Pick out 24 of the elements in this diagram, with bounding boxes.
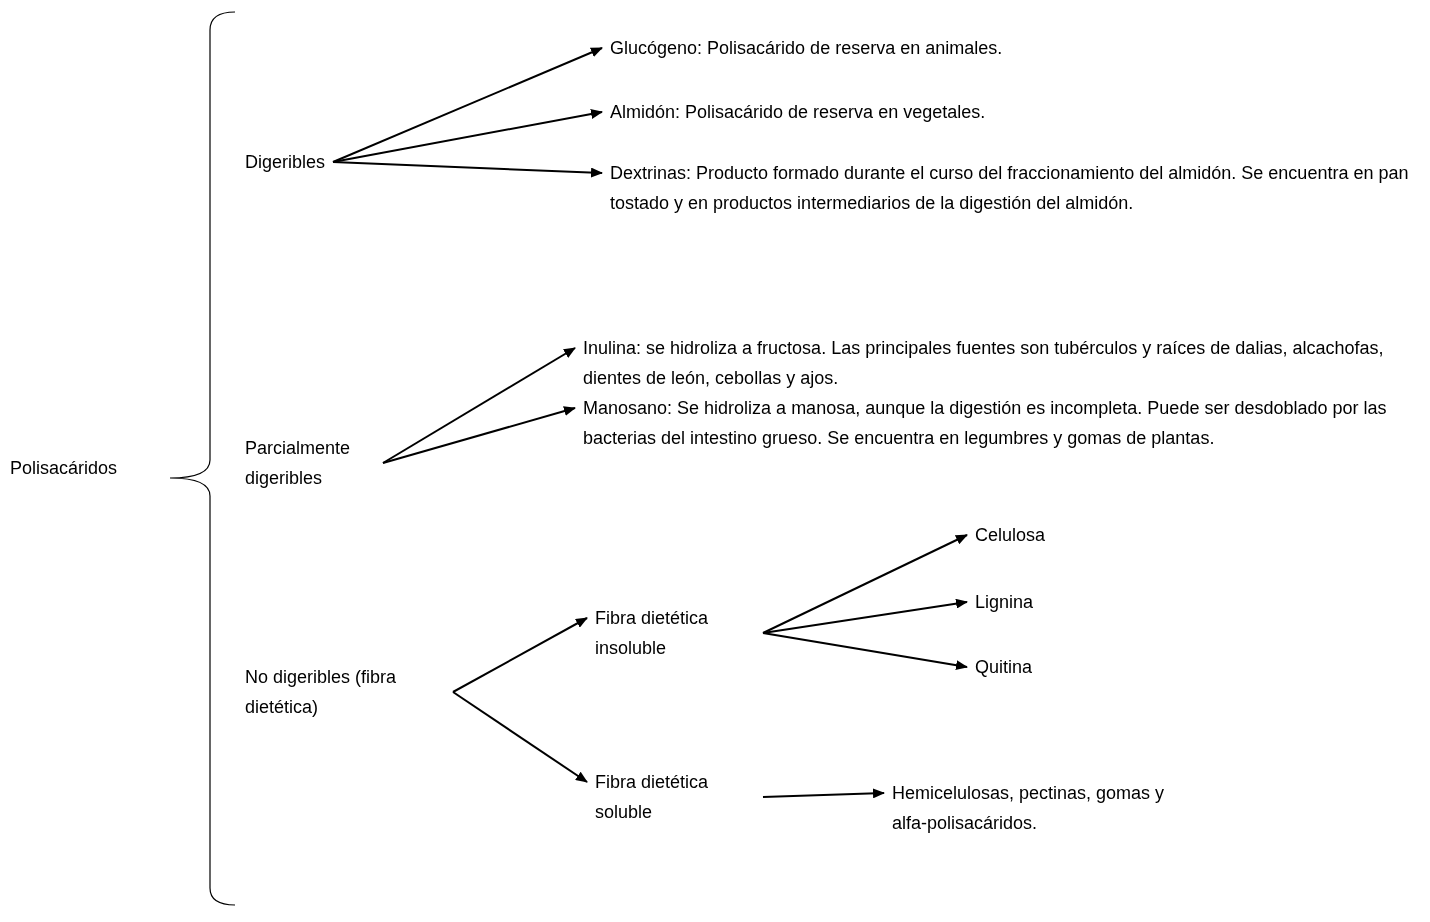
node-text: Hemicelulosas, pectinas, gomas y alfa-polisacáridos. xyxy=(892,778,1192,838)
node-text: Fibra dietética insoluble xyxy=(595,603,755,663)
arrow xyxy=(762,788,885,799)
node-text: Almidón: Polisacárido de reserva en vegetales. xyxy=(610,97,986,127)
node-text: Digeribles xyxy=(245,147,326,177)
arrow xyxy=(382,347,576,464)
node-text: Inulina: se hidroliza a fructosa. Las principales fuentes son tubérculos y raíces de dalias, alcachofas, dientes de león, cebollas y ajos. xyxy=(583,333,1413,393)
node-text: Dextrinas: Producto formado durante el curso del fraccionamiento del almidón. Se encuentra en pan tostado y en productos intermediarios de la digestión del almidón. xyxy=(610,158,1420,218)
arrow xyxy=(762,632,968,671)
node-text: Parcialmente digeribles xyxy=(245,433,375,493)
arrow xyxy=(452,617,588,693)
arrow xyxy=(452,691,588,783)
arrow xyxy=(762,534,968,634)
node-text: Polisacáridos xyxy=(10,453,118,483)
arrow xyxy=(382,406,576,464)
node-text: Lignina xyxy=(975,587,1034,617)
node-text: Fibra dietética soluble xyxy=(595,767,755,827)
arrow xyxy=(332,161,603,178)
node-text: Manosano: Se hidroliza a manosa, aunque la digestión es incompleta. Puede ser desdoblado por las bacterias del intestino grueso. Se encuentra en legumbres y gomas de plantas. xyxy=(583,393,1413,453)
arrow xyxy=(332,47,603,163)
node-text: Quitina xyxy=(975,652,1033,682)
node-text: Glucógeno: Polisacárido de reserva en animales. xyxy=(610,33,1003,63)
node-text: Celulosa xyxy=(975,520,1046,550)
node-text: No digeribles (fibra dietética) xyxy=(245,662,445,722)
